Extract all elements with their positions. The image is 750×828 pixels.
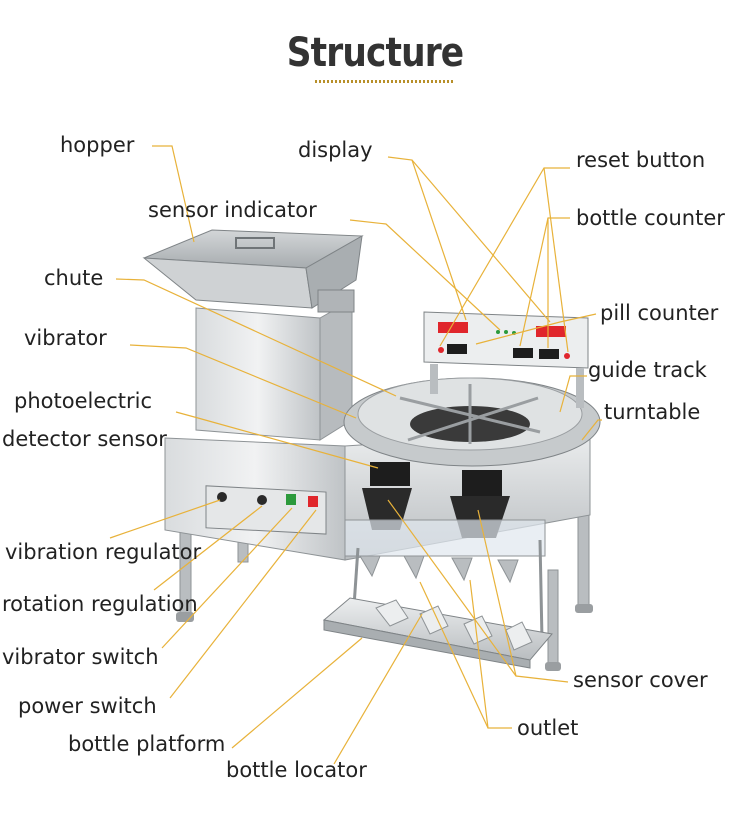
label-photoelectric-line2: detector sensor: [2, 427, 167, 451]
label-bottle-platform: bottle platform: [68, 732, 226, 756]
label-turntable: turntable: [604, 400, 701, 424]
label-power-switch: power switch: [18, 694, 157, 718]
title-underline: [315, 80, 455, 83]
sensor-outlet-shapes: [344, 462, 546, 641]
label-hopper: hopper: [60, 133, 135, 157]
label-vibrator: vibrator: [24, 326, 107, 350]
label-sensor-indicator: sensor indicator: [148, 198, 317, 222]
label-guide-track: guide track: [588, 358, 707, 382]
display-panel-shape: [423, 311, 589, 408]
diagram-title: Structure: [286, 30, 464, 76]
label-vibration-regulator: vibration regulator: [5, 540, 202, 564]
label-pill-counter: pill counter: [600, 301, 719, 325]
label-vibrator-switch: vibrator switch: [2, 645, 159, 669]
turntable-shape: [343, 377, 601, 467]
vibrator-housing: [195, 299, 353, 441]
label-reset-button: reset button: [576, 148, 706, 172]
label-chute: chute: [44, 266, 104, 290]
machine-legs: [176, 509, 593, 671]
bottle-platform-shape: [322, 597, 553, 669]
label-sensor-cover: sensor cover: [573, 668, 708, 692]
label-rotation-regulation: rotation regulation: [2, 592, 198, 616]
label-display: display: [298, 138, 373, 162]
leader-lines: [109, 145, 602, 765]
label-bottle-locator: bottle locator: [226, 758, 367, 782]
label-bottle-counter: bottle counter: [576, 206, 725, 230]
hopper-shape: [142, 229, 364, 313]
label-photoelectric-line1: photoelectric: [14, 389, 153, 413]
label-outlet: outlet: [517, 716, 579, 740]
